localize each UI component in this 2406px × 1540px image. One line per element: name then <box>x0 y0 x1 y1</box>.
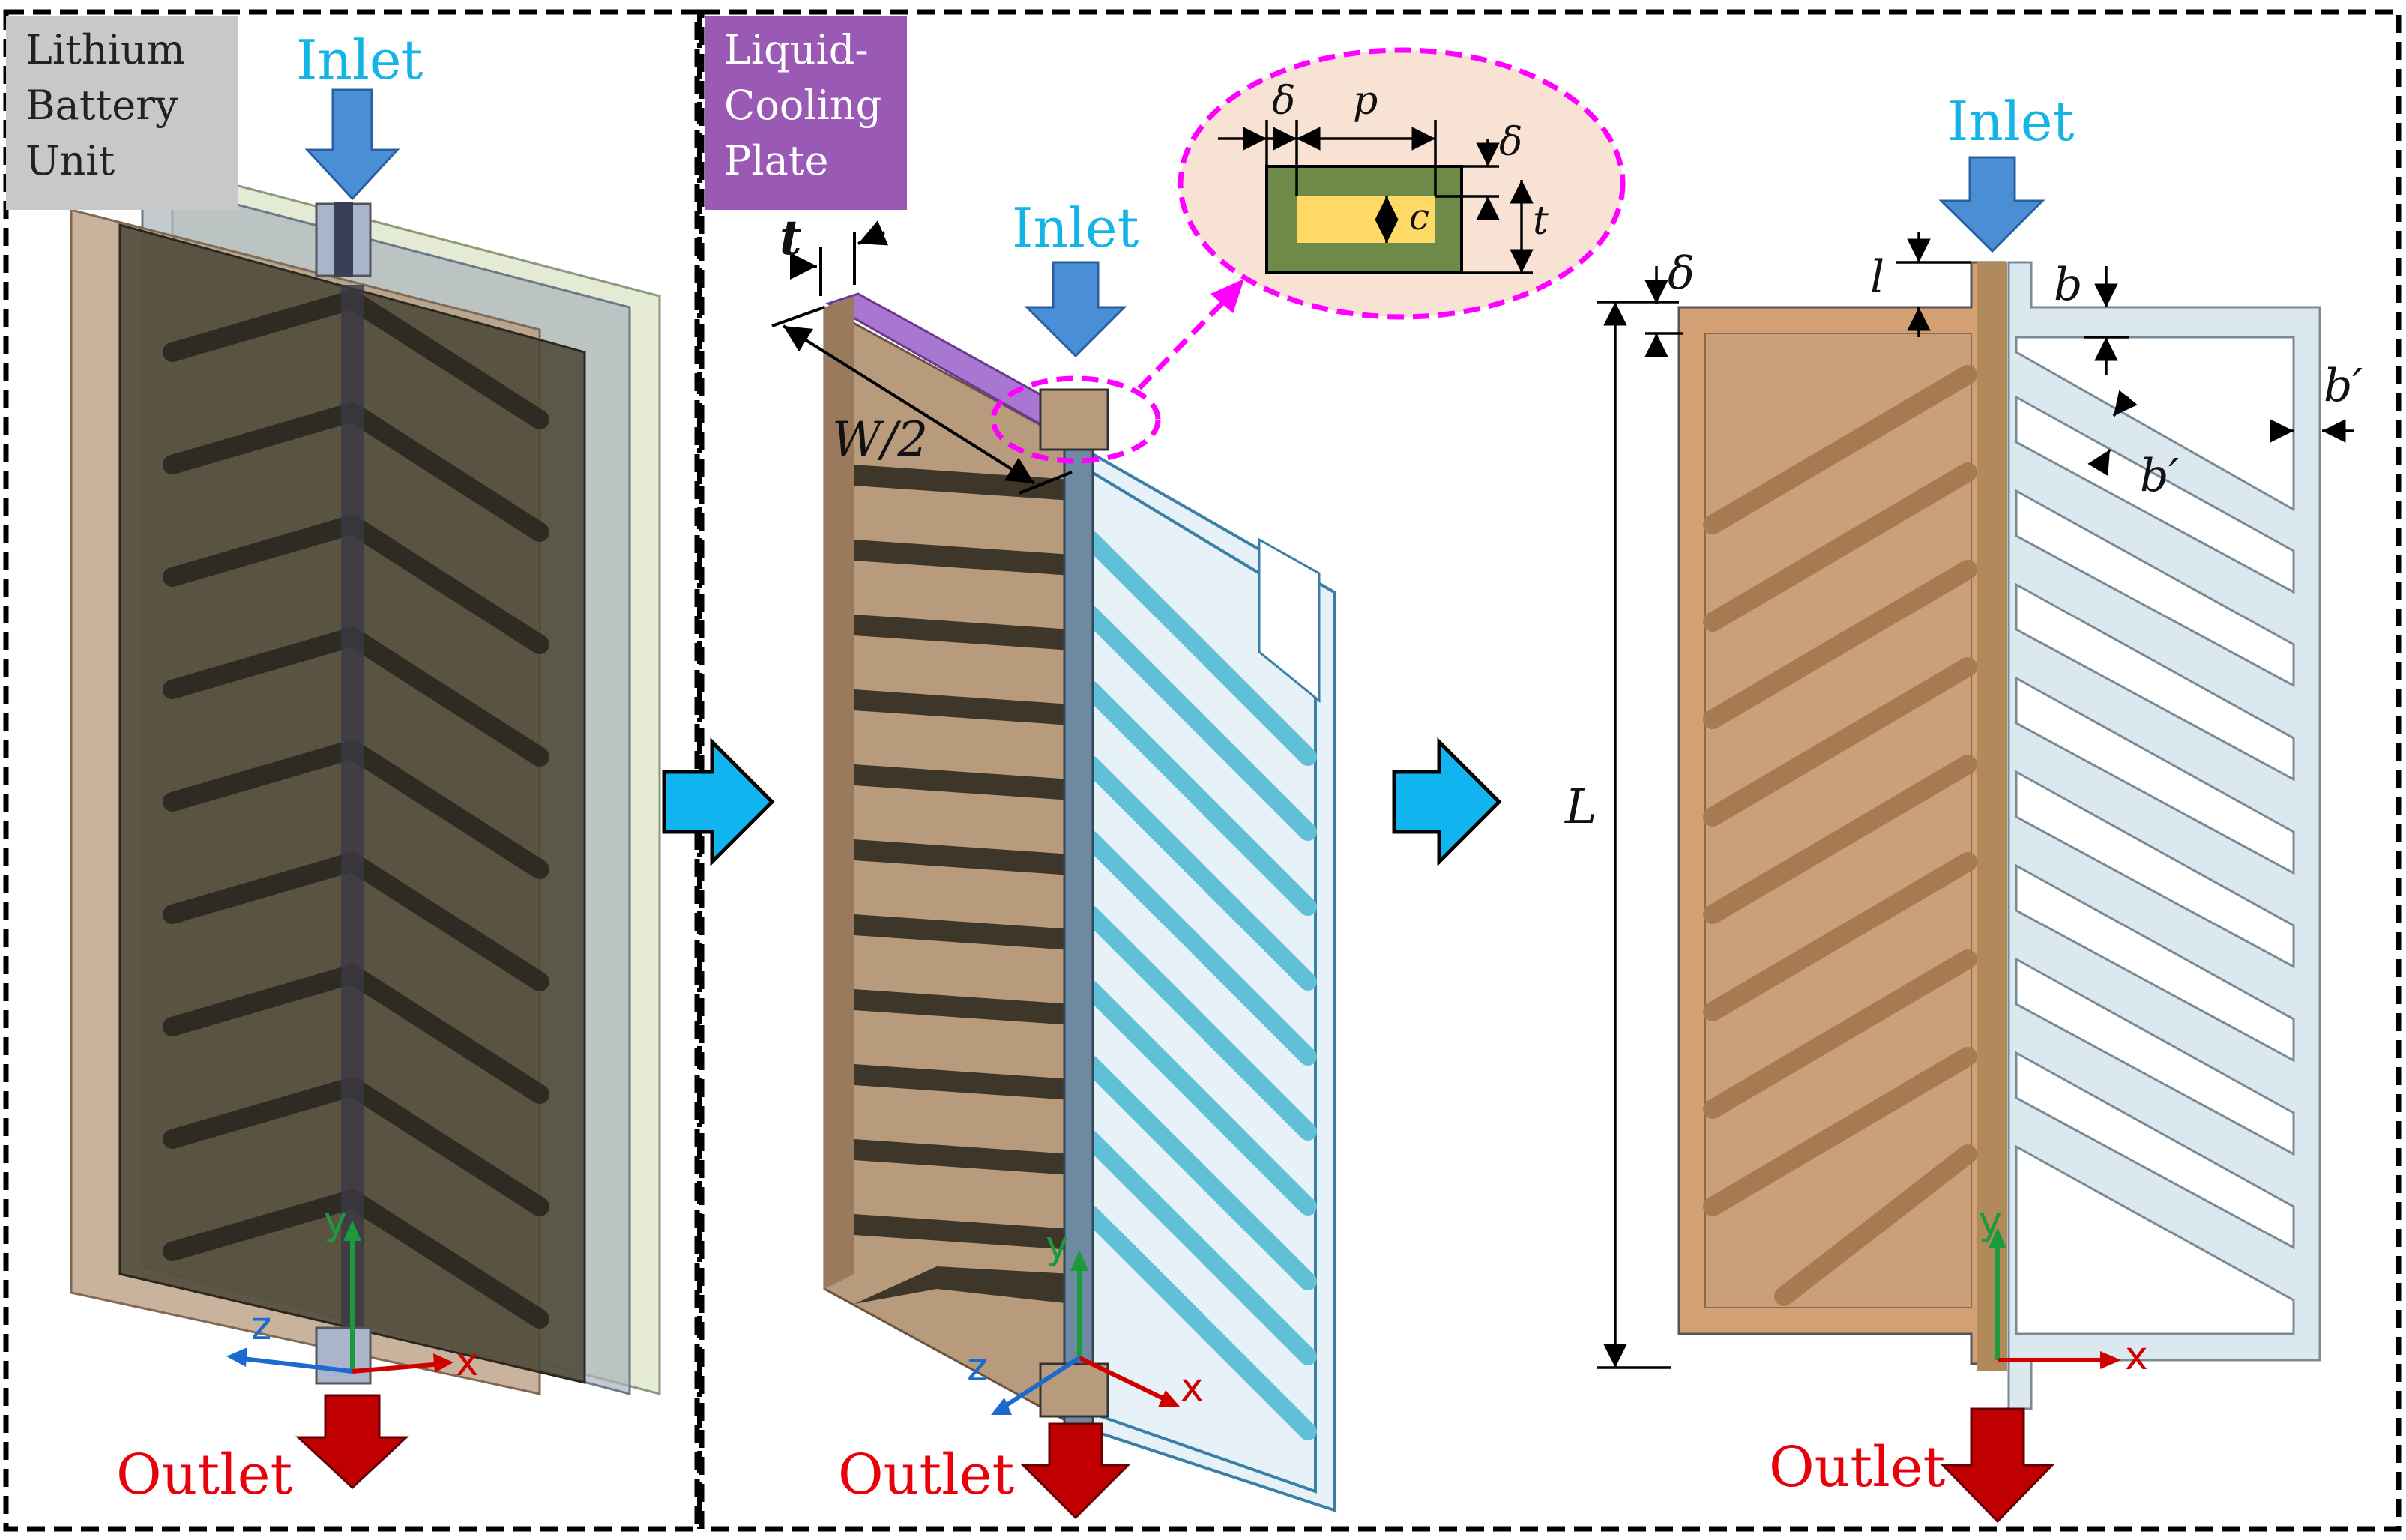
transition-arrow-2 <box>1392 737 1502 867</box>
plate-axis-x: x <box>1181 1365 1204 1410</box>
plate-3d-ribs <box>1082 531 1317 1440</box>
dim-label-b-prime-wall: b′ <box>2324 360 2363 412</box>
plate-2d-axes <box>1989 1228 2121 1369</box>
battery-tag-line-3: Unit <box>25 137 115 184</box>
cooling-plate-3d <box>823 292 1336 1512</box>
plate-3d-axes <box>991 1250 1181 1415</box>
battery-axis-y: y <box>324 1199 347 1244</box>
plate-2d-axis-y: y <box>1979 1199 2002 1244</box>
battery-axis-x: x <box>456 1340 479 1385</box>
dim-thickness-3d <box>790 220 889 296</box>
dim-label-length: L <box>1565 779 1597 835</box>
plate-inlet-pipe <box>1039 388 1109 451</box>
cross-section-detail <box>1218 120 1534 274</box>
plate-axis-y: y <box>1046 1223 1069 1268</box>
cooling-plate-2d <box>1677 261 2321 1410</box>
battery-outlet-arrow <box>295 1394 409 1490</box>
battery-axis-z: z <box>251 1304 272 1349</box>
plate-inlet-label: Inlet <box>1012 196 1139 259</box>
dim-label-delta-2d: δ <box>1668 247 1695 300</box>
battery-channel-pattern <box>163 290 549 1329</box>
plate-tag-line-2: Cooling <box>724 82 882 129</box>
dim-label-b-prime-rib: b′ <box>2140 450 2180 502</box>
plate-2d-ribs <box>2015 336 2295 1335</box>
plate-outlet-arrow <box>1020 1422 1131 1520</box>
plate-2d-outlet-arrow <box>1940 1407 2055 1524</box>
plate-2d-axis-x: x <box>2125 1334 2148 1379</box>
battery-axes <box>226 1220 453 1374</box>
dim-label-delta-section: δ <box>1272 79 1296 124</box>
dim-label-l: l <box>1870 251 1885 304</box>
panel-frame-battery <box>3 9 700 1532</box>
plate-2d-channels <box>1703 365 1977 1306</box>
plate-tag-line-3: Plate <box>724 137 829 184</box>
plate-outlet-label: Outlet <box>838 1443 1015 1507</box>
plate-3d-channels <box>854 465 1072 1304</box>
detail-connector <box>1137 294 1231 390</box>
plate-2d-outlet-label: Outlet <box>1769 1435 1946 1500</box>
plate-outlet-pipe <box>1039 1362 1109 1418</box>
dim-label-t: t <box>780 210 802 266</box>
dim-label-delta-top: δ <box>1499 120 1523 165</box>
plate-axis-z: z <box>967 1345 988 1390</box>
dim-label-c: c <box>1409 196 1429 238</box>
plate-inlet-arrow <box>1024 261 1127 358</box>
battery-unit-3d <box>70 167 661 1395</box>
battery-tag-line-2: Battery <box>25 82 178 129</box>
detail-highlight-ellipse <box>990 375 1161 464</box>
plate-2d-inlet-label: Inlet <box>1947 90 2075 153</box>
battery-inlet-label: Inlet <box>296 28 423 91</box>
plate-tag-line-1: Liquid- <box>724 26 869 73</box>
cooling-plate-tag: Liquid- Cooling Plate <box>705 16 907 210</box>
plate-2d-inlet-arrow <box>1938 156 2045 253</box>
dim-label-half-width: W/2 <box>832 412 929 468</box>
battery-tag-line-1: Lithium <box>25 26 185 73</box>
plate-2d-dimensions <box>1597 232 2354 1369</box>
battery-outlet-pipe <box>315 1326 372 1385</box>
dim-label-pitch: p <box>1353 79 1378 124</box>
battery-inlet-arrow <box>304 88 400 201</box>
transition-arrow-1 <box>662 737 775 867</box>
dim-label-b: b <box>2054 259 2083 311</box>
dim-half-width-3d <box>771 306 1073 495</box>
battery-outlet-label: Outlet <box>116 1443 293 1507</box>
dim-label-t-section: t <box>1533 199 1549 244</box>
battery-unit-tag: Lithium Battery Unit <box>6 16 238 210</box>
